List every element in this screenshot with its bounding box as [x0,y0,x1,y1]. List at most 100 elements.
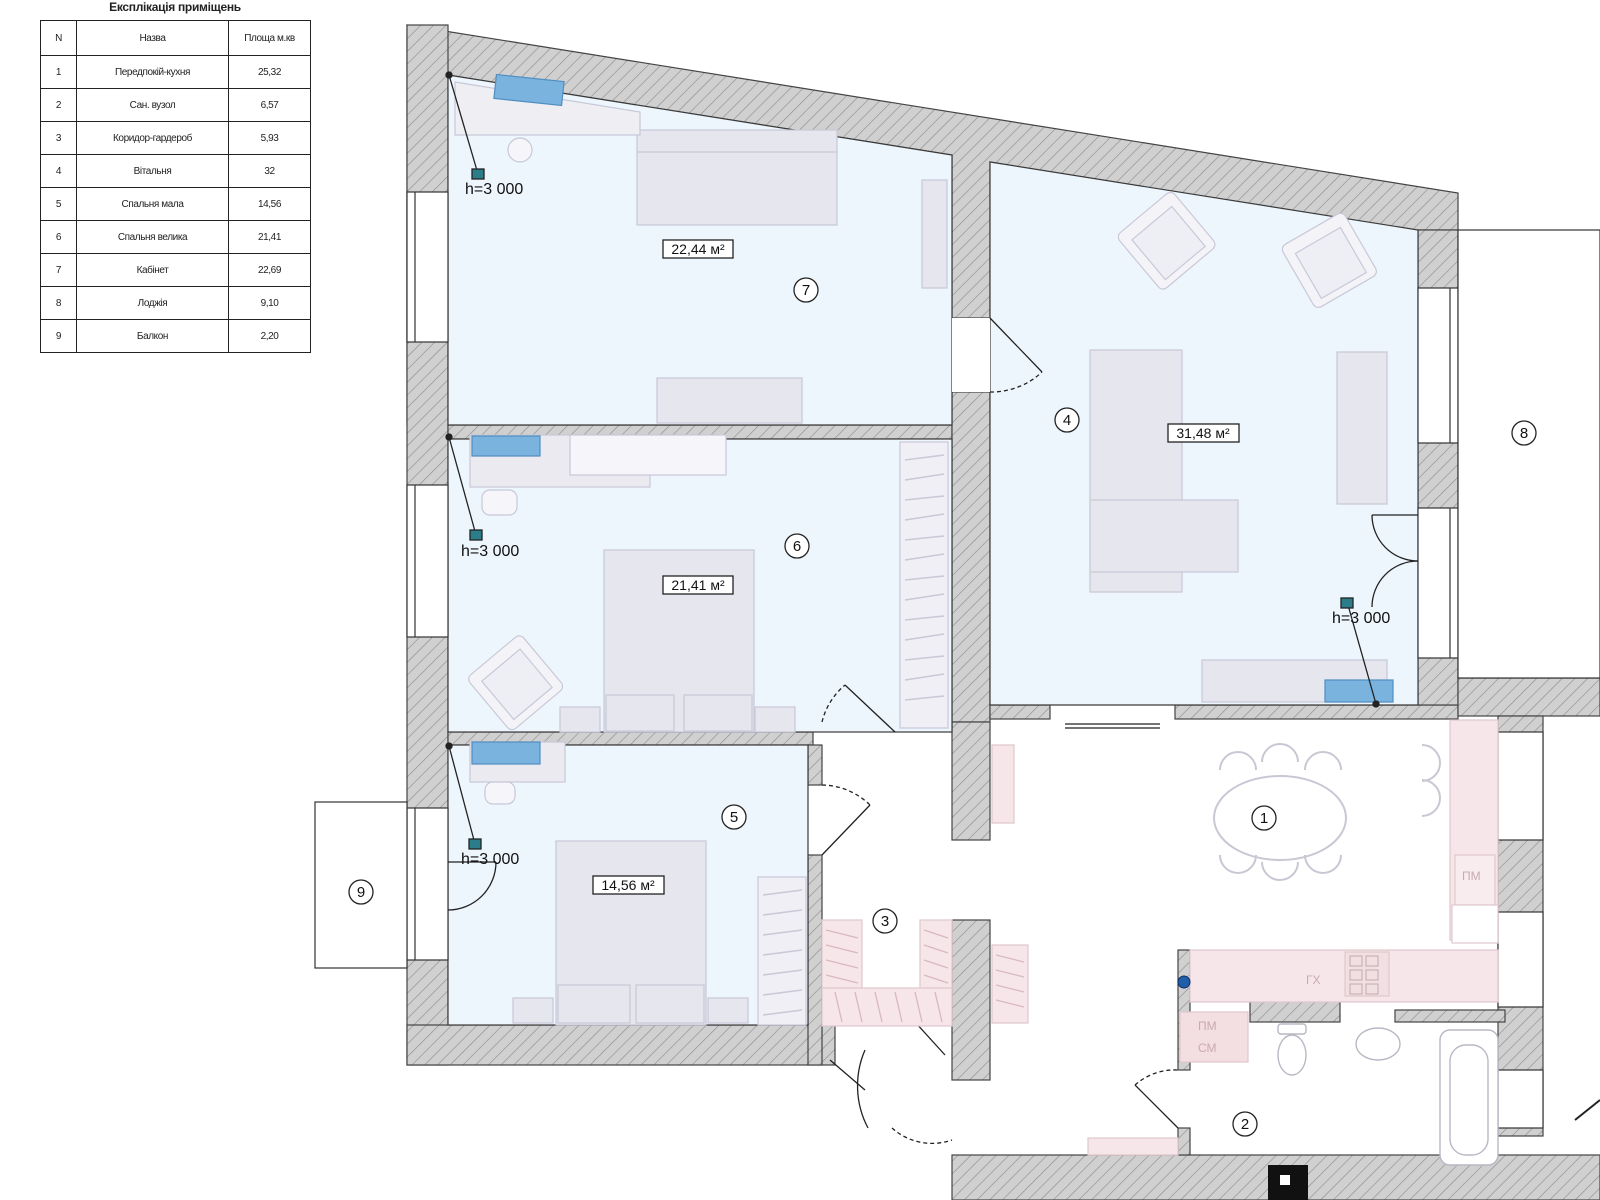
room-number-2: 2 [1241,1116,1249,1133]
ceiling-height-markers [445,71,1380,850]
column-header-area: Площа м.кв [228,20,311,56]
door-bath-swing [1134,1069,1179,1086]
room-number-4: 4 [1063,412,1071,429]
loggia-8 [1457,229,1600,679]
hob-burners [1349,955,1379,995]
wall-center-upper [951,391,991,723]
wall-bath-bottom-left [1177,1127,1191,1156]
wardrobe-hangers-room6 [904,454,945,701]
row-area: 22,69 [228,253,311,287]
room-number-3: 3 [881,913,889,930]
ac-unit-room6 [471,435,541,457]
row-area: 2,20 [228,319,311,353]
door-room5-swing [821,784,871,806]
room-3-furniture [821,919,1029,1027]
room-number-6: 6 [793,538,801,555]
height-marker-room7 [471,168,485,180]
wall-center-lower [951,721,991,841]
room-number-1: 1 [1260,810,1268,827]
wall-room4-bottom-right [1174,704,1459,720]
label-fridge: ГХ [1306,973,1321,987]
dishwasher [1454,854,1496,906]
area-label-room5: 14,56 м² [592,875,665,895]
height-marker-room6 [469,529,483,541]
explication-table: Експлікація приміщень N Назва Площа м.кв… [40,0,311,353]
row-number: 9 [40,319,77,353]
ceiling-height-room6: h=3 000 [461,543,519,560]
door-balcony-swing [447,861,497,911]
height-marker-room5 [468,838,482,850]
balcony-9 [314,801,408,969]
area-label-room6: 21,41 м² [662,575,734,595]
sink [1355,1027,1401,1061]
door-room5-leaf [821,804,871,856]
ac-unit-room4 [1324,679,1394,703]
row-area: 21,41 [228,220,311,254]
label-dryer: СМ [1198,1041,1217,1055]
chair-room5 [484,781,516,805]
sink-cabinet [1451,904,1499,944]
room-number-5: 5 [730,809,738,826]
room-5-furniture [469,741,807,1026]
door-entrance-swing [856,1049,869,1129]
dining-table [1213,775,1347,861]
area-label-room4: 31,48 м² [1167,423,1240,443]
ceiling-height-room4: h=3 000 [1332,610,1390,627]
door-room6-leaf [844,684,896,733]
chair-room6 [481,489,518,516]
window-bath [1497,1069,1544,1129]
wall-bath-top2 [1394,1009,1506,1023]
height-marker-room4 [1340,597,1354,609]
shelf-room7 [921,179,948,289]
wardrobe-hangers-room5 [762,889,803,1016]
row-area: 6,57 [228,88,311,122]
window-room6 [406,484,449,638]
row-area: 9,10 [228,286,311,320]
area-label-room7: 22,44 м² [662,239,734,259]
room-6-furniture [468,434,949,733]
svg-text:14,56 м²: 14,56 м² [601,877,655,893]
room-2-fixtures [1277,1023,1499,1166]
window-room4-upper [1417,287,1459,444]
room-1-furniture [991,719,1499,1156]
wardrobe-room6 [899,441,949,729]
wall-bottom-room5 [406,1024,836,1066]
door-room6-swing [821,684,846,723]
hallway-console [1087,1137,1179,1156]
row-name: Балкон [76,319,229,353]
ac-unit-room7 [493,73,565,107]
desk-room7 [656,377,803,424]
wardrobe-corridor-bottom [821,987,953,1027]
svg-text:21,41 м²: 21,41 м² [671,577,725,593]
column-header-name: Назва [76,20,229,56]
room-4-furniture [1089,191,1394,703]
label-washer: ПМ [1198,1019,1217,1033]
explication-title: Експлікація приміщень [109,0,241,14]
wall-room4-bottom-left [989,704,1051,720]
console-room1 [991,744,1015,824]
window-kitchen-2 [1497,911,1544,1008]
wardrobe-corridor-right [919,919,953,989]
door-loggia-swing [1371,514,1419,562]
window-kitchen-1 [1497,731,1544,841]
armchair-room6 [468,635,564,731]
ac-unit-room5 [471,741,541,765]
room-number-7: 7 [802,282,810,299]
svg-text:31,48 м²: 31,48 м² [1176,425,1230,441]
door-bath-leaf [1134,1084,1179,1129]
door-room4-leaf [989,317,1043,373]
room-number-circles [348,277,1537,1137]
hob [1344,951,1390,997]
corridor-hangers [825,929,1025,1023]
wall-loggia-bottom [1457,677,1600,717]
svg-text:22,44 м²: 22,44 м² [671,241,725,257]
